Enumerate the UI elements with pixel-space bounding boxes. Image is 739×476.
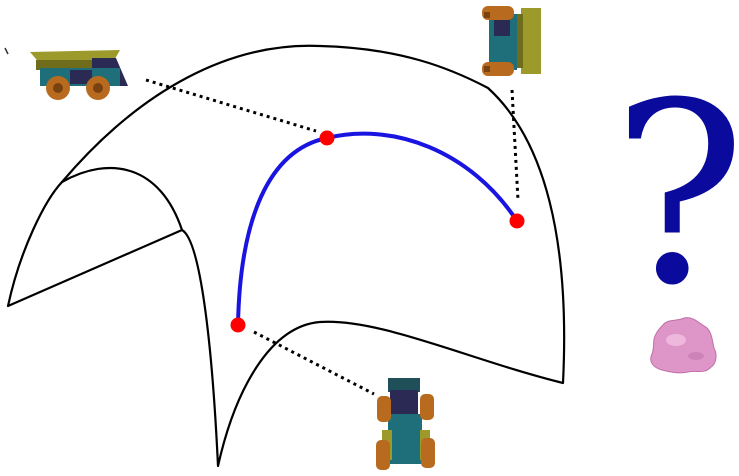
waypoint-bottom — [230, 317, 246, 333]
waypoints — [230, 130, 525, 333]
bottom-vehicle-icon — [376, 378, 435, 470]
bottom-vehicle-wheel-left-bottom — [376, 440, 390, 470]
waypoint-top — [319, 130, 335, 146]
connector-dump-truck — [145, 78, 317, 133]
path-curve — [236, 131, 519, 327]
connectors — [145, 78, 520, 396]
top-vehicle-icon — [482, 6, 541, 76]
top-vehicle-wheel-lower — [482, 62, 514, 76]
bottom-vehicle-body — [388, 414, 422, 464]
waypoint-right — [509, 213, 525, 229]
surface-outer-outline — [6, 44, 566, 468]
bottom-vehicle-wheel-right-top — [420, 394, 434, 420]
curved-surface — [6, 44, 566, 468]
dump-truck-icon — [4, 47, 128, 100]
connector-top-vehicle — [510, 89, 520, 201]
blob-icon — [650, 317, 717, 374]
top-vehicle-blade — [521, 8, 541, 74]
bottom-vehicle-wheel-right-bottom — [421, 438, 435, 468]
surface-inner-fold — [60, 166, 184, 232]
bottom-vehicle-wheel-left-top — [377, 396, 391, 422]
connector-bottom-vehicle — [253, 330, 375, 396]
question-mark: ? — [612, 49, 739, 340]
bottom-vehicle-cab — [390, 390, 418, 416]
